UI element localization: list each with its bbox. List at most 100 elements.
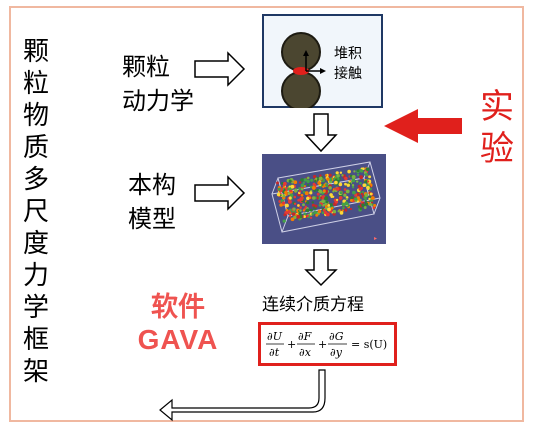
particle-dot	[373, 203, 377, 208]
software-name-cn: 软件	[151, 292, 205, 323]
particle-dot	[351, 178, 356, 183]
particle-dot	[316, 188, 319, 192]
particle-dot	[309, 185, 313, 189]
particle-dot	[345, 189, 350, 194]
particle-dot	[297, 204, 300, 207]
particle-dot	[293, 215, 297, 219]
particle-dot	[303, 207, 306, 210]
title-char: 质	[22, 133, 49, 163]
plus-sign: +	[287, 338, 296, 351]
particle-dot	[366, 180, 370, 183]
particle-dot	[325, 183, 329, 187]
particle-dot	[298, 212, 302, 216]
particle-dot	[293, 202, 297, 205]
particle-dot	[290, 184, 295, 189]
particle-dot	[352, 190, 356, 195]
particle-dot	[316, 192, 320, 196]
experiment-char: 实	[480, 87, 514, 127]
contact-text: 堆积 接触	[334, 44, 362, 84]
particle-dot	[344, 176, 348, 181]
down-arrow-icon	[304, 113, 338, 153]
particle-dot	[334, 200, 339, 204]
software-label: 软件 GAVA	[128, 292, 228, 356]
particle-dot	[360, 201, 363, 204]
particle-dot	[341, 174, 344, 177]
particle-dot	[306, 183, 310, 187]
particle-dot	[329, 203, 333, 207]
particle-dot	[356, 196, 360, 200]
particle-dot	[276, 181, 279, 185]
particle-dot	[309, 191, 313, 195]
particle-dot	[306, 179, 310, 184]
particle-dot	[326, 177, 330, 181]
term-3-denominator: ∂y	[330, 346, 343, 359]
particle-dot	[362, 183, 367, 188]
particle-dot	[332, 190, 335, 193]
title-char: 颗	[22, 37, 49, 67]
particle-dot	[306, 176, 310, 180]
particle-dot	[300, 183, 305, 188]
particle-dot	[334, 180, 338, 185]
particle-dot	[304, 205, 308, 208]
particle-dot	[338, 196, 343, 200]
particle-dot	[284, 190, 288, 195]
particle-dot	[296, 214, 301, 219]
particle-dot	[356, 200, 360, 203]
particle-dot	[328, 186, 332, 190]
particle-dot	[292, 207, 296, 211]
particle-dot	[335, 187, 340, 191]
particle-dot	[369, 192, 373, 196]
particle-dot	[290, 217, 295, 222]
particle-dot	[319, 174, 322, 177]
particle-dot	[364, 173, 369, 177]
return-loop-arrow-icon	[159, 369, 326, 422]
particle-dot	[287, 210, 291, 214]
box-edge	[373, 197, 381, 215]
label-line: 颗粒	[122, 53, 170, 81]
particle-dot	[359, 206, 363, 210]
particle-dot	[322, 189, 326, 193]
right-arrow-icon	[194, 51, 246, 87]
particle-dot	[370, 201, 374, 204]
particle-contact-panel: 堆积 接触	[262, 14, 383, 108]
particle-dot	[322, 185, 325, 189]
particle-dot	[332, 177, 336, 181]
title-char: 物	[22, 101, 49, 131]
particle-dot	[330, 206, 334, 210]
particle-dot	[309, 208, 313, 212]
particle-dot	[300, 187, 304, 191]
particle-dot	[342, 206, 345, 210]
particle-dot	[345, 197, 348, 201]
term-1-numerator: ∂U	[267, 330, 283, 343]
particle-dot	[338, 182, 343, 187]
particle-dot	[279, 203, 283, 207]
particle-dot	[348, 180, 351, 183]
particle-dot	[332, 209, 337, 214]
particle-dot	[281, 201, 286, 205]
particle-dot	[347, 169, 351, 174]
particle-dot	[311, 212, 314, 216]
contact-text-line: 堆积	[334, 46, 362, 62]
particle-dot	[291, 212, 296, 216]
particle-dot	[327, 207, 331, 212]
particle-dot	[359, 181, 362, 185]
particle-dot	[324, 174, 328, 177]
particle-dot	[306, 196, 310, 201]
particle-dot	[349, 207, 353, 211]
axis-glyph: ▸	[374, 235, 377, 242]
particle-dot	[318, 203, 322, 207]
particle-dot	[285, 208, 289, 212]
particle-dot	[344, 201, 349, 206]
term-1-denominator: ∂t	[269, 346, 280, 359]
title-char: 框	[22, 325, 49, 355]
particle-dot	[364, 200, 367, 203]
particle-dot	[293, 180, 298, 185]
particle-dot	[305, 208, 310, 213]
contact-text-line: 接触	[334, 66, 362, 82]
particle-dot	[313, 210, 317, 215]
particle-dot	[329, 193, 333, 197]
particle-dot	[351, 184, 355, 187]
title-char: 学	[22, 293, 49, 323]
title-char: 多	[22, 165, 49, 195]
